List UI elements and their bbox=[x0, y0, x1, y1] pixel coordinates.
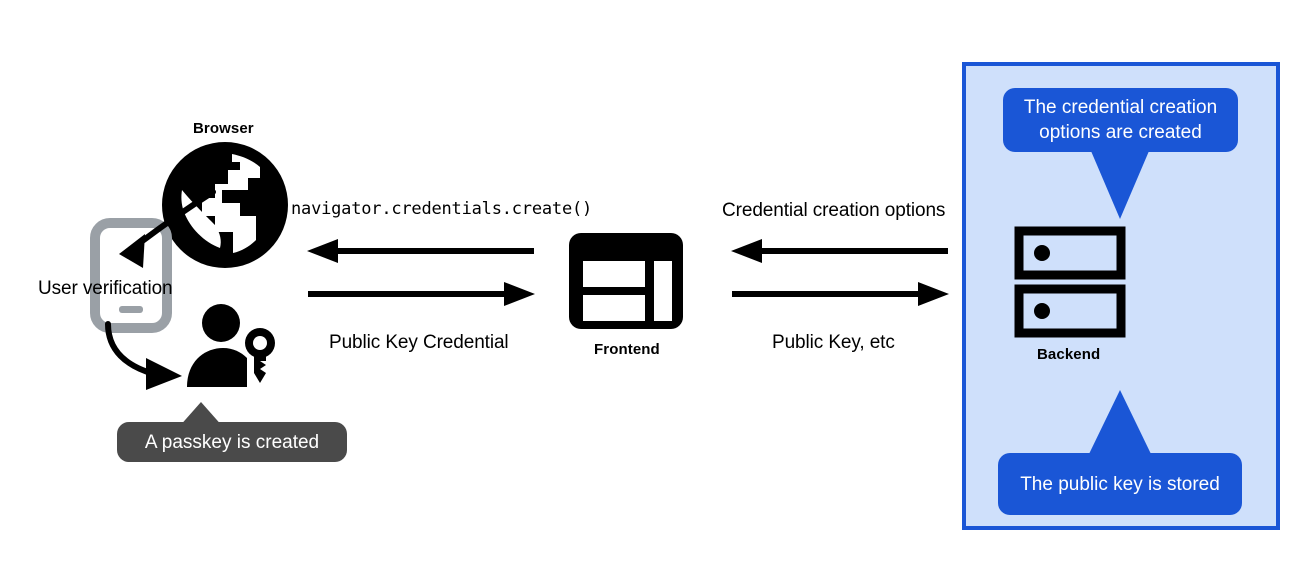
credential-options-callout: The credential creation options are crea… bbox=[1003, 88, 1238, 152]
server-rack-icon bbox=[1014, 226, 1126, 338]
backend-label: Backend bbox=[1037, 346, 1101, 363]
navigator-create-label: navigator.credentials.create() bbox=[291, 199, 593, 219]
mobile-phone-icon bbox=[90, 218, 172, 333]
passkey-created-callout: A passkey is created bbox=[117, 422, 347, 462]
arrow-device-to-user bbox=[100, 320, 210, 400]
frontend-label: Frontend bbox=[594, 341, 660, 358]
public-key-etc-label: Public Key, etc bbox=[772, 332, 895, 353]
arrow-browser-to-frontend bbox=[306, 281, 536, 307]
arrow-backend-to-frontend bbox=[730, 238, 950, 264]
arrow-frontend-to-browser bbox=[306, 238, 536, 264]
public-key-stored-callout-tail bbox=[1089, 390, 1151, 454]
person-with-key-icon bbox=[185, 303, 285, 393]
arrow-browser-to-device bbox=[95, 180, 225, 290]
public-key-credential-label: Public Key Credential bbox=[329, 332, 509, 353]
browser-label: Browser bbox=[193, 120, 254, 137]
credential-creation-options-label: Credential creation options bbox=[722, 200, 946, 221]
arrow-frontend-to-backend bbox=[730, 281, 950, 307]
browser-window-icon bbox=[567, 231, 685, 331]
public-key-stored-callout: The public key is stored bbox=[998, 453, 1242, 515]
credential-options-callout-tail bbox=[1091, 151, 1149, 219]
user-verification-label: User verification bbox=[38, 278, 173, 299]
